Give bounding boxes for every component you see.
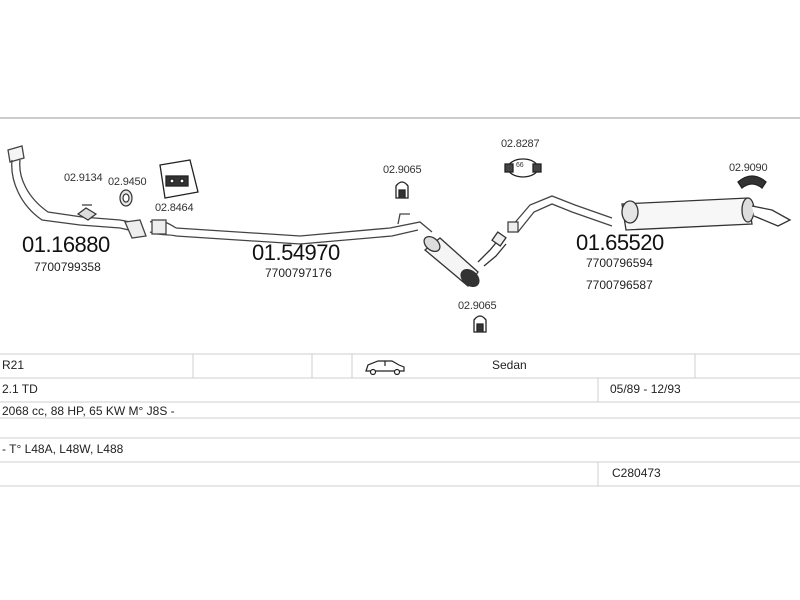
front-pipe-oem: 7700799358	[34, 260, 101, 274]
part-label-02-9065-bottom: 02.9065	[458, 300, 497, 312]
clamp-02-8287	[504, 158, 542, 178]
rear-section-number: 01.65520	[576, 230, 664, 255]
table-model: R21	[2, 358, 25, 372]
rear-silencer	[621, 197, 792, 231]
middle-pipe	[149, 213, 433, 245]
sedan-car-icon	[365, 360, 405, 376]
spec-table-grid	[0, 353, 800, 487]
table-types: - T° L48A, L48W, L488	[2, 442, 124, 456]
part-label-02-9450: 02.9450	[108, 176, 147, 188]
front-pipe	[7, 145, 147, 239]
part-label-02-9090: 02.9090	[729, 162, 768, 174]
rubber-ring-02-9450	[119, 189, 133, 207]
clamp-badge-text: 66	[516, 162, 524, 169]
clamp-02-9134	[76, 204, 98, 221]
part-label-02-9065-top: 02.9065	[383, 164, 422, 176]
table-specs: 2068 cc, 88 HP, 65 KW M° J8S -	[2, 404, 175, 418]
hanger-02-9065-bottom	[473, 315, 487, 333]
table-catalog-number: C280473	[612, 466, 661, 480]
middle-pipe-oem: 7700797176	[265, 266, 332, 280]
table-years: 05/89 - 12/93	[610, 382, 681, 396]
part-label-02-8287: 02.8287	[501, 138, 540, 150]
middle-silencer	[423, 231, 507, 288]
hanger-02-9090	[737, 175, 767, 189]
rear-pipe	[507, 195, 613, 233]
part-label-02-9134: 02.9134	[64, 172, 103, 184]
front-pipe-number: 01.16880	[22, 232, 110, 257]
mounting-kit-02-8464	[159, 159, 199, 199]
part-label-02-8464: 02.8464	[155, 202, 194, 214]
middle-pipe-number: 01.54970	[252, 240, 340, 265]
rear-section-oem-2: 7700796587	[586, 278, 653, 292]
table-body-type: Sedan	[492, 358, 527, 372]
rear-section-oem-1: 7700796594	[586, 256, 653, 270]
table-engine: 2.1 TD	[2, 382, 38, 396]
hanger-02-9065-top	[395, 181, 409, 199]
